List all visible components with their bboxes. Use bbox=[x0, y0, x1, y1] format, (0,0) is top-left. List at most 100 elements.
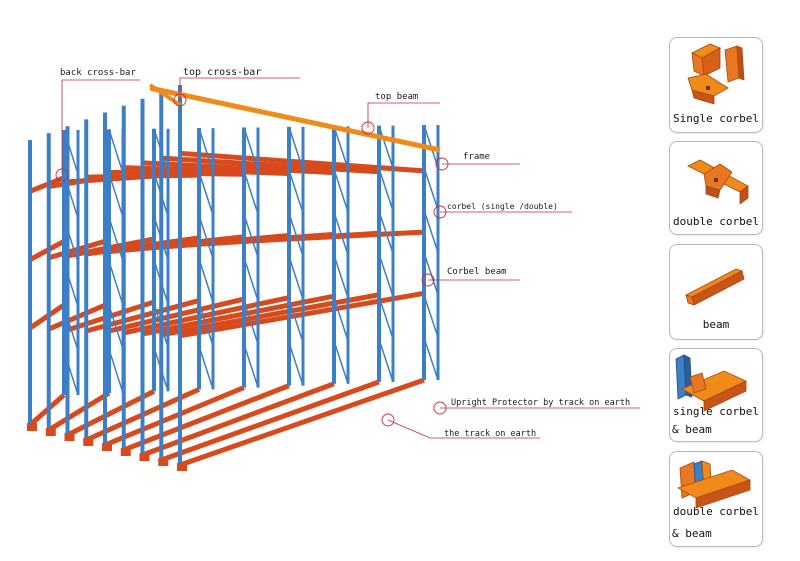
frame-brace bbox=[378, 253, 394, 297]
frame-brace bbox=[333, 340, 349, 384]
corbel-beam bbox=[104, 296, 245, 335]
frame-brace bbox=[108, 304, 124, 350]
frame-brace bbox=[198, 127, 214, 172]
upright-protector bbox=[64, 433, 75, 441]
frame-brace bbox=[288, 299, 304, 343]
component-label: Single corbel bbox=[672, 112, 760, 125]
corbel-beam bbox=[123, 165, 290, 176]
ground-track bbox=[141, 381, 335, 458]
frame-brace bbox=[243, 213, 259, 258]
frame-brace bbox=[243, 343, 259, 388]
frame-brace bbox=[243, 127, 259, 172]
component-label: double corbel bbox=[672, 505, 760, 518]
upright-protector bbox=[83, 438, 94, 446]
upright-protector bbox=[27, 423, 37, 431]
component-card-double-corbel: double corbel bbox=[669, 141, 763, 235]
drive-in-rack-diagram bbox=[27, 77, 640, 471]
frame-brace bbox=[108, 173, 124, 218]
frame-brace bbox=[288, 169, 304, 214]
single-corbel-icon bbox=[687, 43, 745, 105]
upright-protector bbox=[158, 458, 169, 466]
frame-brace bbox=[288, 212, 304, 257]
frame-brace bbox=[378, 168, 394, 212]
callout-leader bbox=[179, 77, 300, 100]
upright-protector bbox=[120, 448, 131, 456]
callout-marker bbox=[361, 121, 375, 135]
callout-marker bbox=[55, 168, 69, 182]
corbel-beam bbox=[123, 295, 290, 336]
top-beam bbox=[149, 85, 441, 153]
frame-brace bbox=[108, 217, 124, 262]
ground-track bbox=[160, 379, 380, 463]
callout-marker bbox=[381, 413, 395, 427]
component-label: & beam bbox=[672, 423, 712, 436]
frame-brace bbox=[333, 168, 349, 213]
frame-brace bbox=[288, 342, 304, 386]
frame-brace bbox=[198, 171, 214, 216]
callout-marker bbox=[433, 205, 447, 219]
label-corbel: corbel (single /double) bbox=[447, 202, 558, 211]
callout-marker bbox=[433, 401, 447, 415]
corbel-beam bbox=[104, 169, 245, 177]
frame-brace bbox=[378, 210, 394, 254]
callout-leader bbox=[367, 102, 440, 128]
frame-brace bbox=[198, 345, 214, 390]
component-card-beam: beam bbox=[669, 244, 763, 340]
ground-track bbox=[179, 377, 425, 468]
label-frame: frame bbox=[463, 152, 491, 162]
frame-brace bbox=[333, 211, 349, 256]
frame-brace bbox=[423, 209, 439, 253]
rack-structure bbox=[27, 83, 441, 471]
ground-track bbox=[47, 390, 111, 433]
callout-marker bbox=[173, 93, 187, 107]
component-card-double-corbel-beam: double corbel & beam bbox=[669, 451, 763, 547]
component-label: & beam bbox=[672, 527, 712, 540]
ground-track bbox=[66, 389, 156, 438]
callout-leader bbox=[61, 79, 140, 175]
frame-brace bbox=[378, 125, 394, 169]
label-top-cross-bar: top cross-bar bbox=[183, 67, 262, 78]
callout-lines bbox=[55, 77, 640, 439]
frame-brace bbox=[108, 261, 124, 306]
frame-brace bbox=[423, 252, 439, 296]
upright-protector bbox=[102, 443, 112, 451]
component-card-single-corbel-beam: single corbel & beam bbox=[669, 348, 763, 442]
single-corbel-beam-icon bbox=[675, 354, 747, 412]
callout-leader bbox=[387, 419, 540, 439]
frame-brace bbox=[333, 254, 349, 299]
callout-marker bbox=[421, 273, 435, 287]
label-back-cross-bar: back cross-bar bbox=[60, 68, 136, 78]
label-track-on-earth: the track on earth bbox=[444, 429, 537, 439]
frame-brace bbox=[243, 257, 259, 302]
label-top-beam: top beam bbox=[375, 92, 419, 102]
component-label: beam bbox=[702, 318, 730, 331]
ground-track bbox=[104, 385, 245, 448]
frame-brace bbox=[423, 167, 439, 211]
beam-icon bbox=[684, 268, 745, 306]
frame-brace bbox=[378, 338, 394, 383]
component-label: double corbel bbox=[672, 215, 760, 228]
upright-protector bbox=[139, 453, 150, 461]
double-corbel-icon bbox=[687, 159, 749, 205]
frame-brace bbox=[243, 170, 259, 215]
frame-brace bbox=[243, 300, 259, 345]
frame-brace bbox=[288, 256, 304, 300]
frame-brace bbox=[423, 294, 439, 338]
frame-brace bbox=[423, 337, 439, 381]
frame-brace bbox=[198, 302, 214, 347]
frame-brace bbox=[378, 296, 394, 340]
callout-marker bbox=[435, 157, 449, 171]
frame-brace bbox=[333, 126, 349, 170]
frame-brace bbox=[333, 297, 349, 342]
frame-brace bbox=[108, 129, 124, 174]
component-label: single corbel bbox=[672, 405, 760, 418]
double-corbel-beam-icon bbox=[677, 460, 751, 509]
frame-brace bbox=[108, 348, 124, 394]
label-corbel-beam: Corbel beam bbox=[447, 267, 507, 277]
frame-brace bbox=[198, 214, 214, 259]
top-cross-bar bbox=[148, 83, 182, 107]
frame-brace bbox=[198, 258, 214, 303]
component-card-single-corbel: Single corbel bbox=[669, 37, 763, 133]
upright-protector bbox=[45, 428, 56, 436]
upright-protector bbox=[177, 463, 187, 471]
